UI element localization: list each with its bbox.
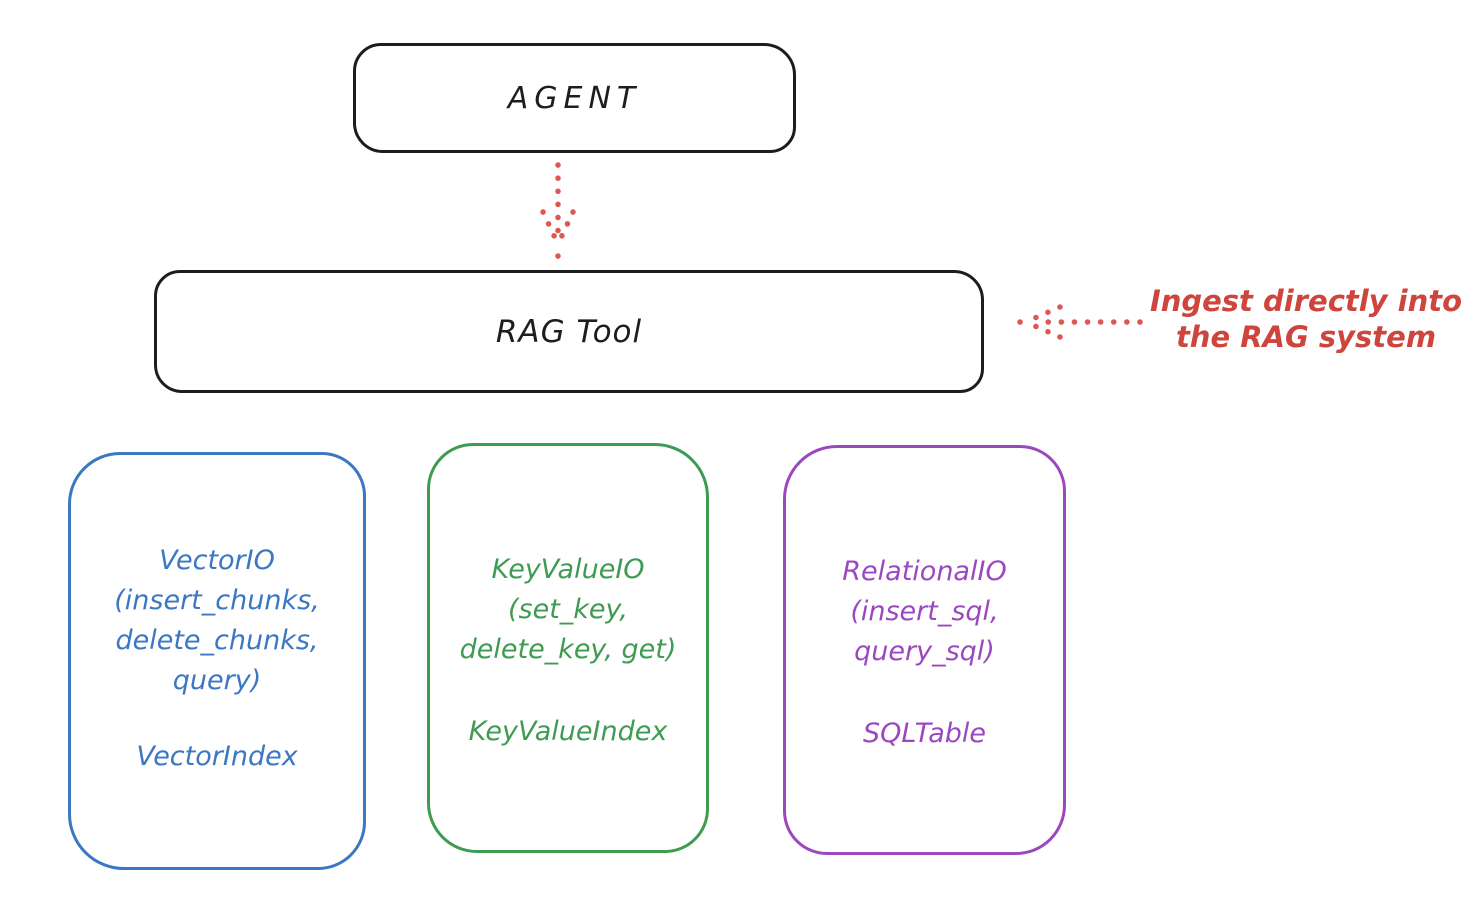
card-vector-io-line: VectorIO bbox=[159, 545, 275, 576]
left-arrow-icon bbox=[1017, 304, 1143, 340]
card-relational-io-line: query_sql) bbox=[854, 636, 995, 667]
ingest-annotation: Ingest directly into the RAG system bbox=[1128, 283, 1484, 355]
card-keyvalue-io-line: (set_key, bbox=[507, 594, 628, 625]
ingest-annotation-line2: the RAG system bbox=[1175, 320, 1437, 354]
card-vector-io-line: delete_chunks, bbox=[115, 625, 319, 656]
ingest-annotation-line1: Ingest directly into bbox=[1149, 284, 1463, 318]
card-keyvalue-io-line: delete_key, get) bbox=[459, 634, 677, 665]
card-vector-io-line: query) bbox=[172, 665, 262, 696]
card-vector-io: VectorIO (insert_chunks, delete_chunks, … bbox=[68, 452, 366, 870]
rag-tool-node-label: RAG Tool bbox=[495, 313, 643, 350]
down-arrow-icon bbox=[540, 162, 576, 259]
card-vector-io-footer: VectorIndex bbox=[136, 741, 298, 772]
card-relational-io-line: RelationalIO bbox=[842, 556, 1007, 587]
agent-node-label: AGENT bbox=[507, 80, 642, 116]
rag-tool-node: RAG Tool bbox=[154, 270, 984, 393]
card-relational-io-footer: SQLTable bbox=[862, 718, 987, 749]
card-keyvalue-io-line: KeyValueIO bbox=[491, 554, 645, 585]
agent-node: AGENT bbox=[353, 43, 796, 153]
ingest-annotation-connector bbox=[1012, 300, 1147, 344]
card-vector-io-line: (insert_chunks, bbox=[114, 585, 320, 616]
card-relational-io: RelationalIO (insert_sql, query_sql) SQL… bbox=[783, 445, 1066, 855]
card-relational-io-line: (insert_sql, bbox=[850, 596, 999, 627]
card-keyvalue-io: KeyValueIO (set_key, delete_key, get) Ke… bbox=[427, 443, 709, 853]
card-keyvalue-io-footer: KeyValueIndex bbox=[468, 716, 668, 747]
agent-to-rag-connector bbox=[536, 160, 580, 268]
